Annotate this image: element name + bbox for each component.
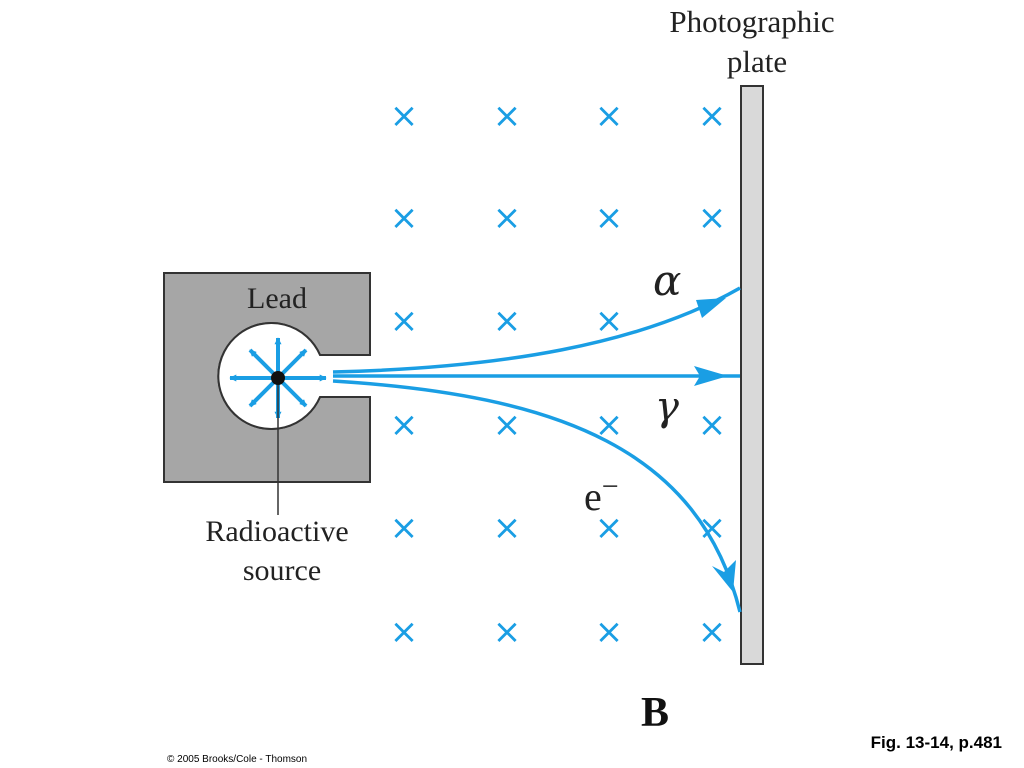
cross-icon: × xyxy=(493,508,522,548)
source-dot xyxy=(271,371,285,385)
cross-icon: × xyxy=(698,198,727,238)
electron-beam xyxy=(332,379,742,613)
alpha-label: α xyxy=(653,256,681,305)
cross-icon: × xyxy=(595,508,624,548)
cross-icon: × xyxy=(698,405,727,445)
photographic-plate xyxy=(740,85,764,665)
copyright-notice: © 2005 Brooks/Cole - Thomson xyxy=(167,754,308,765)
cross-icon: × xyxy=(493,198,522,238)
cross-icon: × xyxy=(493,96,522,136)
electron-label: e− xyxy=(584,470,619,519)
plate-label-line2: plate xyxy=(727,44,787,79)
cross-icon: × xyxy=(595,612,624,652)
cross-icon: × xyxy=(390,612,419,652)
figure-reference: Fig. 13-14, p.481 xyxy=(870,733,1002,752)
electron-symbol: e xyxy=(584,474,602,519)
cross-icon: × xyxy=(390,405,419,445)
lead-label: Lead xyxy=(247,282,307,315)
cross-icon: × xyxy=(493,405,522,445)
cross-icon: × xyxy=(493,301,522,341)
cross-icon: × xyxy=(390,198,419,238)
electron-charge-sign: − xyxy=(602,470,619,503)
plate-label-line1: Photographic xyxy=(669,4,834,39)
electron-arrow-icon xyxy=(712,560,736,592)
cross-icon: × xyxy=(390,508,419,548)
cross-icon: × xyxy=(595,96,624,136)
source-label-line1: Radioactive xyxy=(205,515,348,548)
cross-icon: × xyxy=(595,198,624,238)
source-label-line2: source xyxy=(243,554,321,587)
lead-cavity-outline xyxy=(217,322,370,430)
cross-icon: × xyxy=(698,96,727,136)
gamma-arrow-icon xyxy=(694,366,728,386)
alpha-arrow-icon xyxy=(696,298,726,318)
gamma-label: γ xyxy=(655,384,679,430)
cross-icon: × xyxy=(390,96,419,136)
cross-icon: × xyxy=(390,301,419,341)
alpha-beam xyxy=(332,286,741,374)
cross-icon: × xyxy=(493,612,522,652)
cross-icon: × xyxy=(698,612,727,652)
magnetic-field-grid: ××××××××××××××××××××××× xyxy=(390,96,727,652)
cross-icon: × xyxy=(595,301,624,341)
panel-letter: B xyxy=(641,690,669,736)
